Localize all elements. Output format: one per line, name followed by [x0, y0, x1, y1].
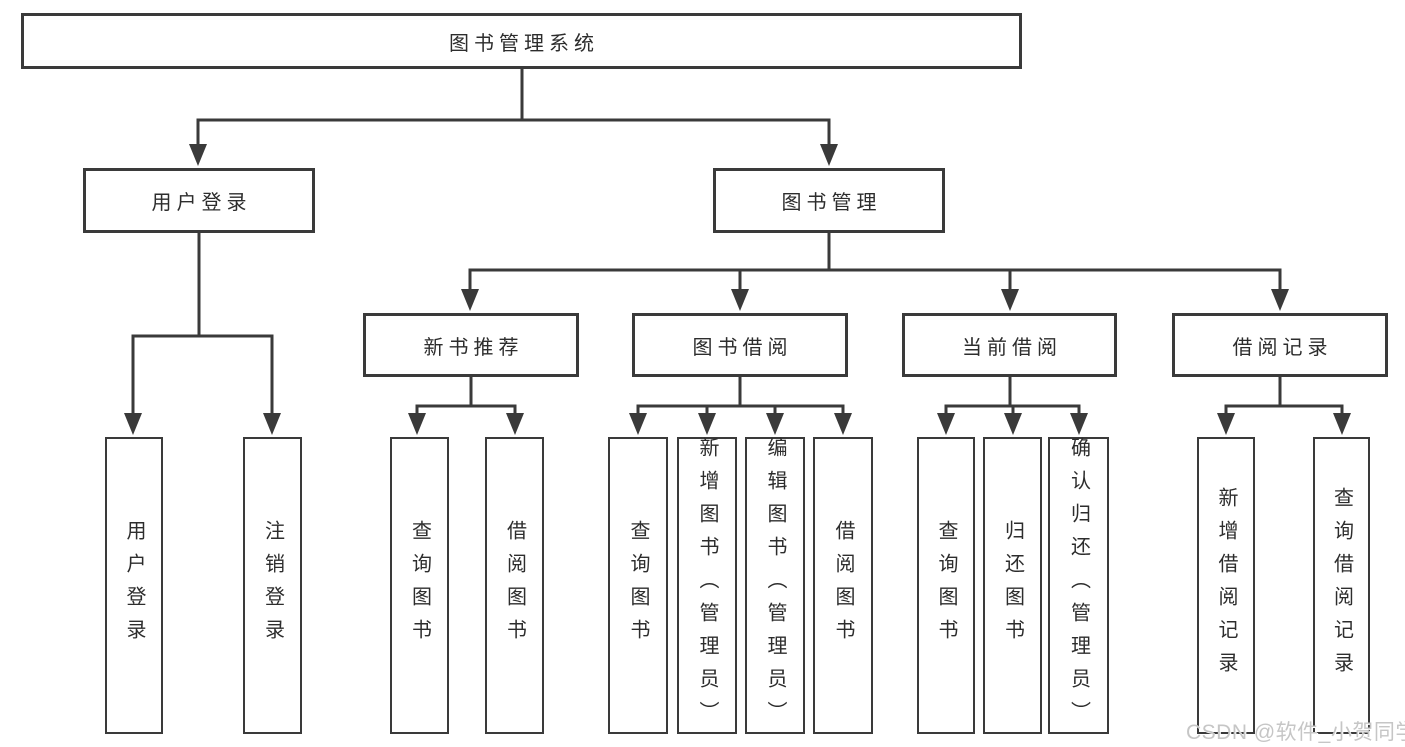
node-current-borrowing-label: 当前借阅: [962, 336, 1062, 359]
leaf-user-login-label: 用户登录: [123, 519, 145, 652]
leaf-br-query-record-label: 查询借阅记录: [1330, 486, 1353, 685]
leaf-logout-label: 注销登录: [261, 519, 284, 652]
node-book-borrowing: 图书借阅: [632, 313, 848, 377]
leaf-br-add-record-label: 新增借阅记录: [1215, 486, 1237, 685]
node-new-book-recommend: 新书推荐: [363, 313, 579, 377]
leaf-cb-confirm-return-admin-label: 确认归还（管理员）: [1067, 437, 1090, 734]
leaf-user-login: 用户登录: [105, 437, 163, 734]
leaf-bb-query-books-label: 查询图书: [627, 519, 649, 652]
leaf-nbr-borrow-books-label: 借阅图书: [503, 519, 526, 652]
leaf-bb-add-books-admin-label: 新增图书（管理员）: [696, 437, 718, 734]
leaf-nbr-query-books-label: 查询图书: [408, 519, 431, 652]
leaf-bb-borrow-books: 借阅图书: [813, 437, 873, 734]
leaf-cb-query-books: 查询图书: [917, 437, 975, 734]
leaf-cb-return-books: 归还图书: [983, 437, 1042, 734]
node-borrowing-records-label: 借阅记录: [1232, 336, 1333, 359]
leaf-br-add-record: 新增借阅记录: [1197, 437, 1255, 734]
csdn-watermark: CSDN @软件_小贺同学: [1186, 721, 1405, 744]
node-root: 图书管理系统: [21, 13, 1022, 69]
leaf-nbr-query-books: 查询图书: [390, 437, 449, 734]
node-borrowing-records: 借阅记录: [1172, 313, 1388, 377]
leaf-bb-edit-books-admin: 编辑图书（管理员）: [745, 437, 805, 734]
leaf-cb-query-books-label: 查询图书: [935, 519, 957, 652]
leaf-bb-borrow-books-label: 借阅图书: [832, 519, 854, 652]
node-new-book-recommend-label: 新书推荐: [423, 336, 524, 359]
node-user-login: 用户登录: [83, 168, 315, 233]
node-book-management-label: 图书管理: [781, 192, 882, 214]
leaf-logout: 注销登录: [243, 437, 302, 734]
node-book-management: 图书管理: [713, 168, 945, 233]
leaf-cb-return-books-label: 归还图书: [1001, 519, 1024, 652]
leaf-cb-confirm-return-admin: 确认归还（管理员）: [1048, 437, 1109, 734]
node-book-borrowing-label: 图书借阅: [692, 336, 793, 359]
node-current-borrowing: 当前借阅: [902, 313, 1117, 377]
leaf-bb-query-books: 查询图书: [608, 437, 668, 734]
leaf-nbr-borrow-books: 借阅图书: [485, 437, 544, 734]
leaf-br-query-record: 查询借阅记录: [1313, 437, 1370, 734]
node-user-login-label: 用户登录: [151, 192, 252, 214]
node-root-label: 图书管理系统: [449, 32, 599, 55]
leaf-bb-add-books-admin: 新增图书（管理员）: [677, 437, 737, 734]
leaf-bb-edit-books-admin-label: 编辑图书（管理员）: [764, 437, 786, 734]
arrowheads: [124, 144, 1351, 435]
